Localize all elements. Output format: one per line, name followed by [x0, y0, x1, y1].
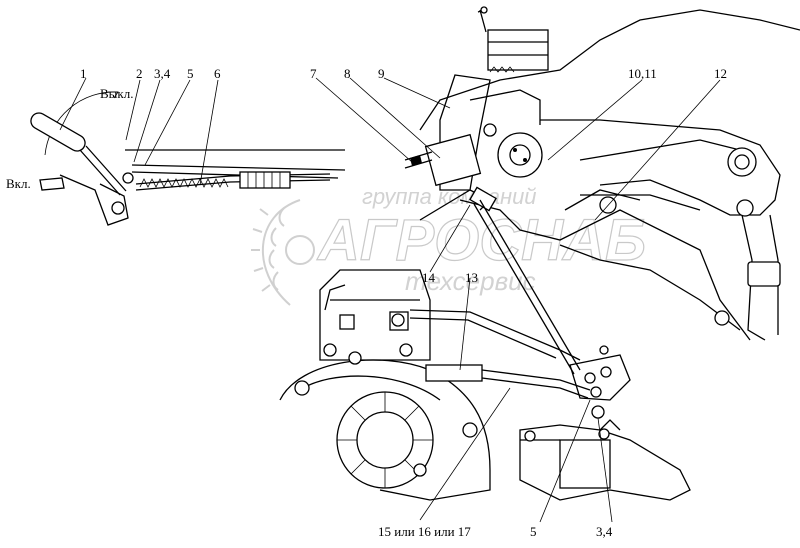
lever-rod — [79, 149, 121, 196]
hand-lever-assembly — [30, 77, 346, 226]
callout-labels: 1 2 3,4 5 6 7 8 9 10,11 12 14 13 15 или … — [6, 66, 727, 539]
callout-13: 13 — [465, 270, 478, 285]
callout-12: 12 — [714, 66, 727, 81]
callout-2: 2 — [136, 66, 143, 81]
hydraulic-pump — [519, 424, 691, 501]
tension-spring — [139, 178, 229, 188]
frame-bracket-assembly — [315, 6, 800, 341]
lever-knob — [30, 112, 86, 152]
callout-1: 1 — [80, 66, 87, 81]
linkage-block — [569, 354, 631, 401]
cable-clamp — [469, 186, 497, 212]
sensor-housing — [424, 133, 482, 187]
callout-9: 9 — [378, 66, 385, 81]
callout-5-bottom: 5 — [530, 524, 537, 539]
lever-travel-arc — [44, 91, 119, 156]
watermark-line1: группа компаний — [362, 184, 537, 209]
hydraulic-cylinder — [747, 261, 781, 287]
lever-off-label: Выкл. — [100, 86, 133, 101]
frame-pivot — [727, 147, 757, 177]
cable-fitting — [425, 364, 483, 382]
cable-adjuster — [239, 171, 291, 189]
callout-3-4-bottom: 3,4 — [596, 524, 613, 539]
watermark-wreath-icon — [251, 199, 315, 306]
lever-on-label: Вкл. — [6, 176, 31, 191]
gearbox-housing — [319, 269, 431, 361]
callout-3-4-top: 3,4 — [154, 66, 171, 81]
callout-6: 6 — [214, 66, 221, 81]
detent-bracket — [39, 177, 65, 191]
callout-5-top: 5 — [187, 66, 194, 81]
watermark-line2: АГРОСНАБ — [316, 208, 646, 273]
callout-7: 7 — [310, 66, 317, 81]
callout-10-11: 10,11 — [628, 66, 657, 81]
callout-8: 8 — [344, 66, 351, 81]
valve-block — [487, 29, 549, 71]
callout-15-16-17: 15 или 16 или 17 — [378, 524, 471, 539]
callout-14: 14 — [422, 270, 436, 285]
gearbox-assembly — [279, 199, 691, 523]
